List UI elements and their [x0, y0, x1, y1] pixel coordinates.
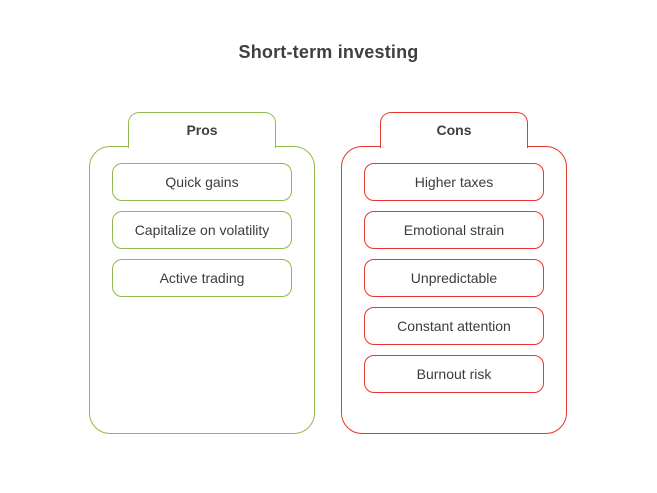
list-item[interactable]: Capitalize on volatility — [112, 211, 292, 250]
cons-item-label: Burnout risk — [416, 365, 492, 382]
cons-tab-label: Cons — [436, 121, 472, 138]
cons-item-label: Emotional strain — [403, 221, 505, 238]
pros-item-label: Capitalize on volatility — [134, 221, 270, 238]
cons-item-list: Higher taxes Emotional strain Unpredicta… — [364, 163, 544, 394]
list-item[interactable]: Active trading — [112, 259, 292, 298]
page-title: Short-term investing — [238, 42, 419, 62]
list-item[interactable]: Unpredictable — [364, 259, 544, 298]
list-item[interactable]: Emotional strain — [364, 211, 544, 250]
cons-item-label: Constant attention — [397, 317, 511, 334]
pros-tab-seam-mask — [129, 146, 275, 151]
pros-tab-label: Pros — [186, 121, 218, 138]
pros-item-label: Quick gains — [165, 173, 239, 190]
cons-tab-header[interactable]: Cons — [380, 112, 528, 148]
pros-item-list: Quick gains Capitalize on volatility Act… — [112, 163, 292, 298]
list-item[interactable]: Quick gains — [112, 163, 292, 202]
pros-tab-header[interactable]: Pros — [128, 112, 276, 148]
cons-item-label: Higher taxes — [414, 173, 494, 190]
cons-tab-seam-mask — [381, 146, 527, 151]
list-item[interactable]: Burnout risk — [364, 355, 544, 394]
cons-column: Cons Higher taxes Emotional strain Unpre… — [341, 112, 567, 435]
list-item[interactable]: Constant attention — [364, 307, 544, 346]
pros-panel: Quick gains Capitalize on volatility Act… — [89, 146, 315, 435]
cons-panel: Higher taxes Emotional strain Unpredicta… — [341, 146, 567, 435]
list-item[interactable]: Higher taxes — [364, 163, 544, 202]
cons-item-label: Unpredictable — [410, 269, 498, 286]
pros-item-label: Active trading — [159, 269, 245, 286]
pros-column: Pros Quick gains Capitalize on volatilit… — [89, 112, 315, 435]
